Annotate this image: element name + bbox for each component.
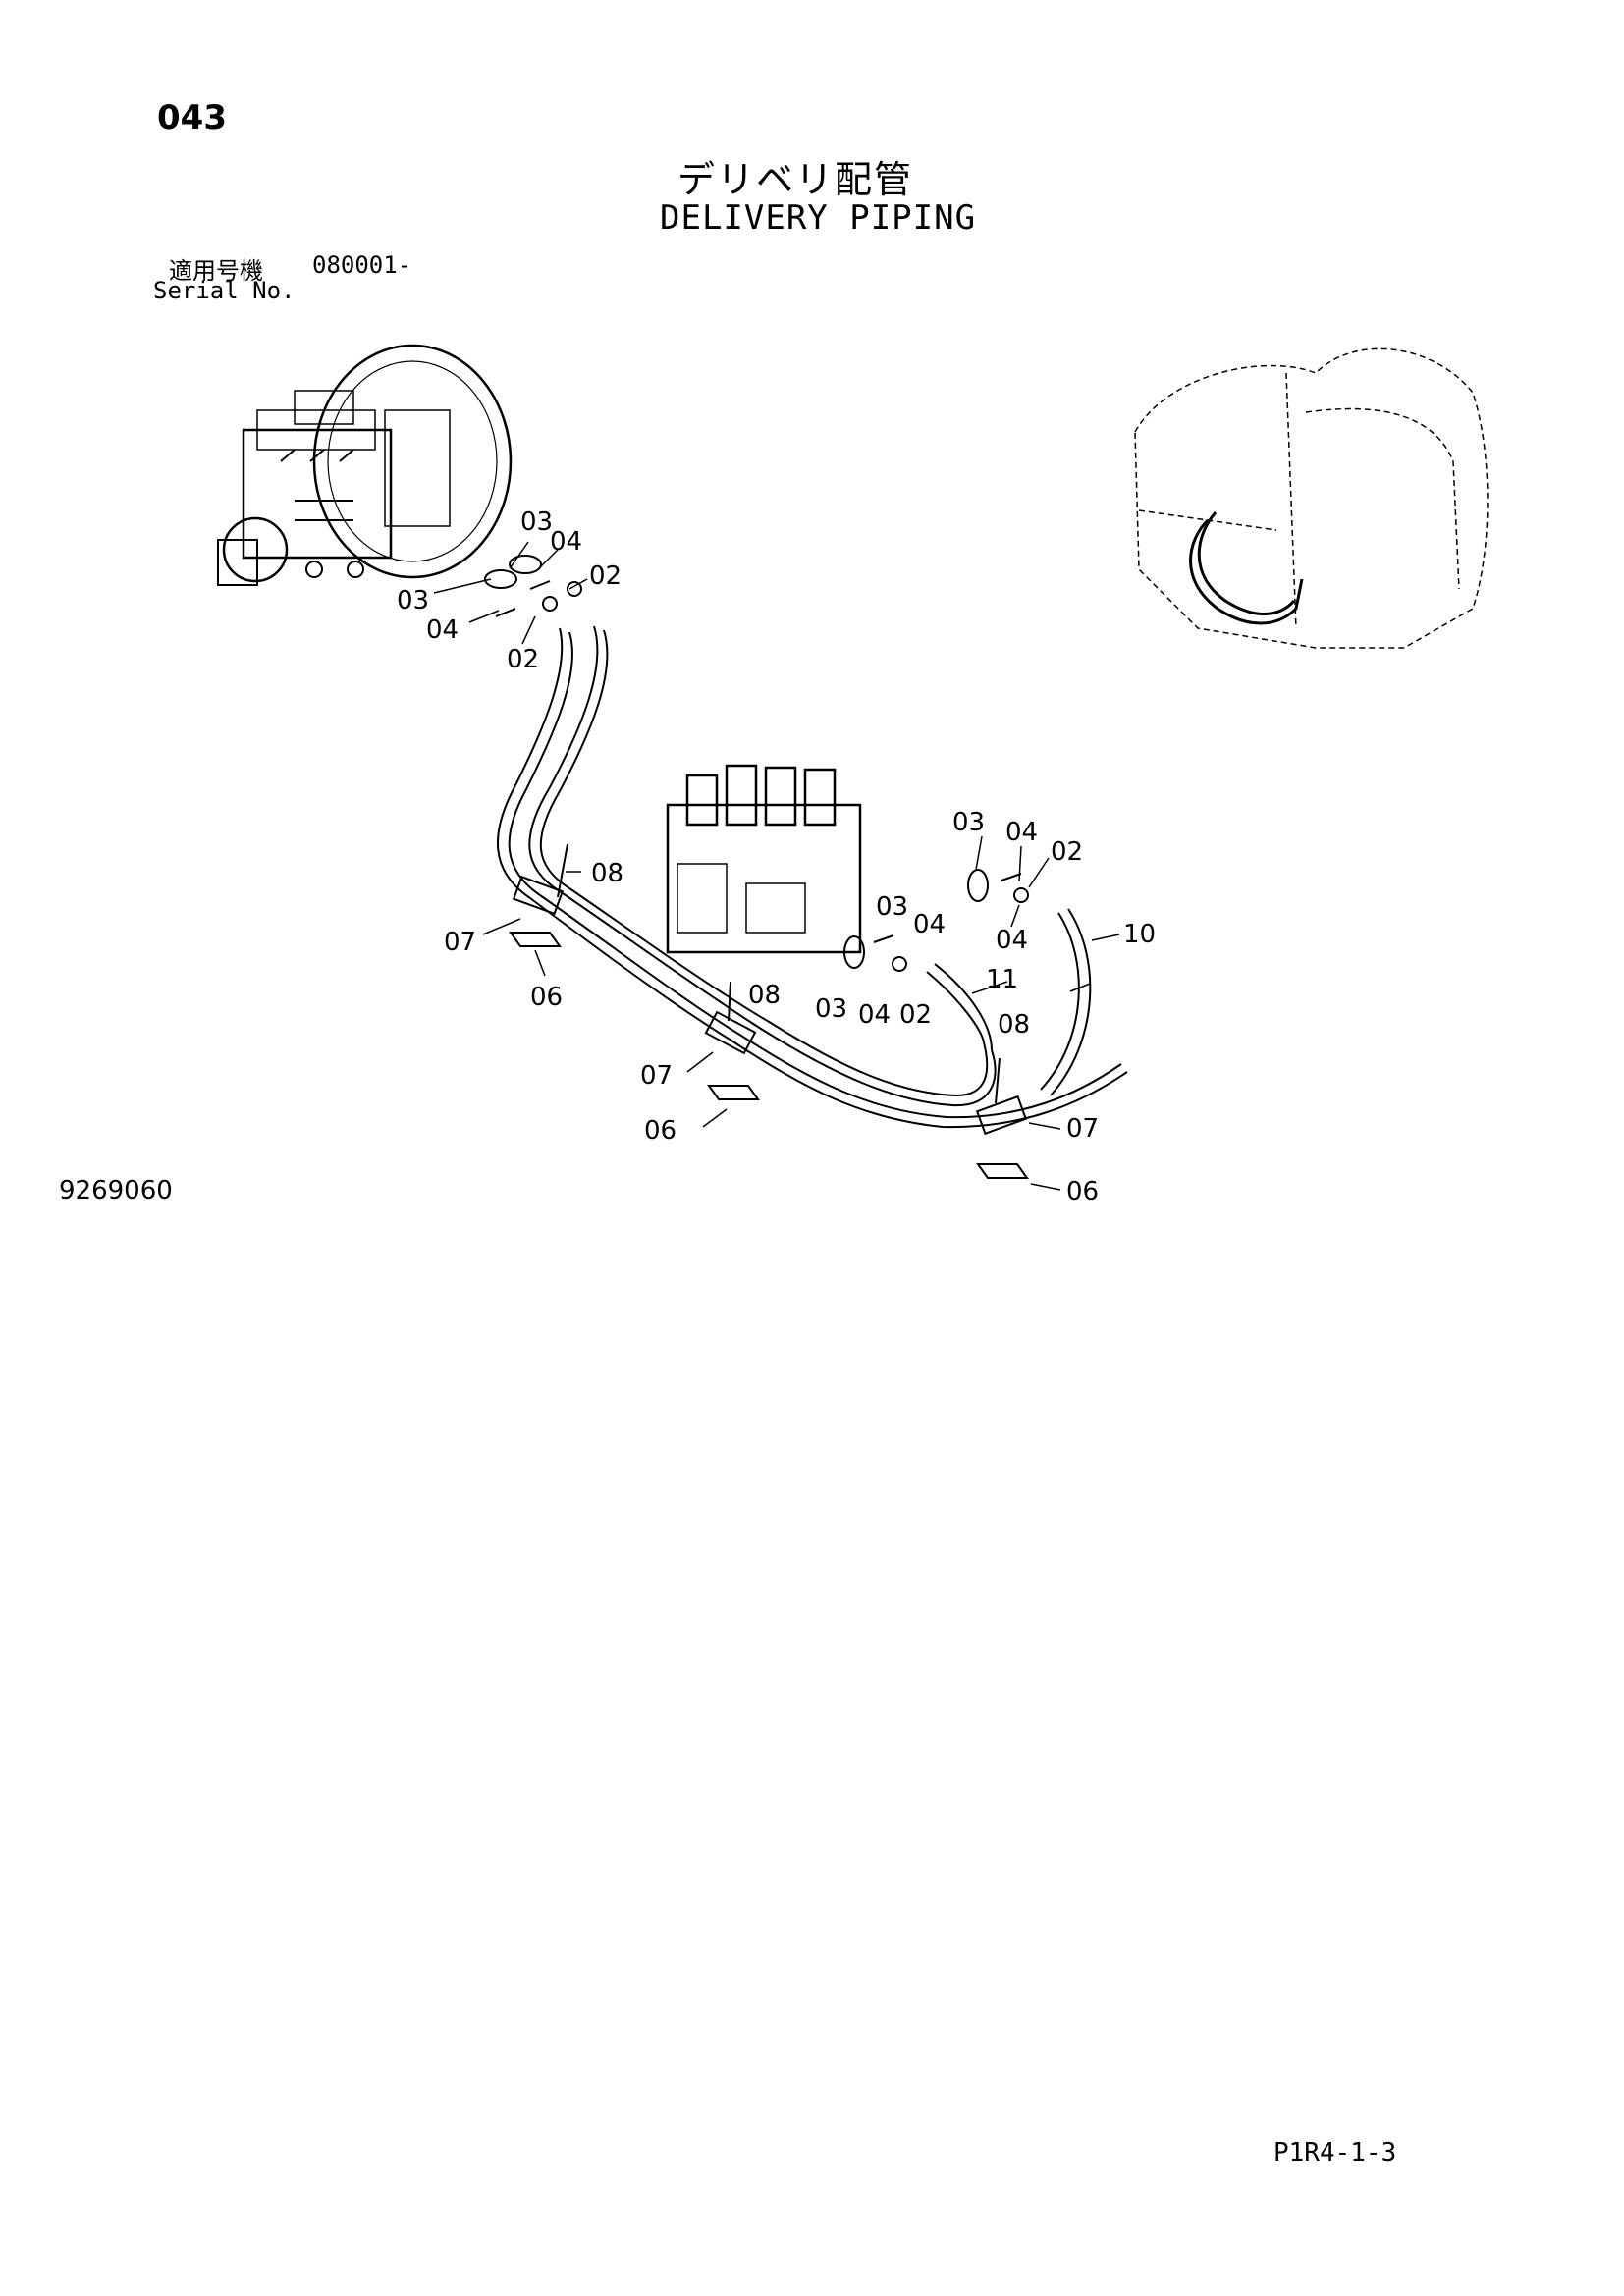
hose-pair-upper — [497, 625, 609, 899]
callout-08: 08 — [998, 1010, 1030, 1040]
serial-label-japanese: 適用号機 — [169, 257, 263, 285]
hose-10 — [1040, 908, 1092, 1096]
leader-lines — [433, 541, 1120, 1191]
callout-04: 04 — [1005, 818, 1038, 847]
callout-03: 03 — [520, 507, 553, 537]
callout-06: 06 — [530, 983, 563, 1012]
callout-03: 03 — [876, 892, 908, 922]
callout-02: 02 — [507, 645, 539, 674]
hose-route-inset — [1189, 511, 1304, 625]
title-japanese: デリベリ配管 — [677, 158, 914, 201]
serial-number-range: 080001- — [312, 251, 412, 279]
hose-bundle-main — [529, 887, 1128, 1129]
callout-02: 02 — [899, 1000, 932, 1030]
bolt-08-a — [557, 843, 568, 898]
callout-08: 08 — [591, 859, 623, 888]
control-valve — [666, 764, 862, 954]
pump-assembly — [217, 344, 513, 586]
clamp-07-c — [975, 1095, 1028, 1136]
clamp-base-06-a — [509, 932, 562, 947]
serial-label-english: Serial No. — [153, 277, 296, 304]
clamp-07-a — [512, 875, 565, 916]
machine-outline-inset — [1134, 347, 1489, 649]
callout-06: 06 — [644, 1116, 677, 1146]
callout-07: 07 — [444, 928, 476, 957]
bolt-08-b — [728, 981, 731, 1022]
callout-08: 08 — [748, 981, 781, 1010]
callout-04: 04 — [858, 1000, 891, 1030]
callout-07: 07 — [1066, 1114, 1099, 1144]
clamp-base-06-b — [707, 1085, 760, 1100]
callout-11: 11 — [986, 965, 1018, 994]
bolt-08-c — [995, 1057, 1001, 1104]
pump-fittings — [484, 555, 582, 617]
valve-fittings — [843, 869, 1029, 972]
page-number: 043 — [157, 98, 227, 137]
footer-code: P1R4-1-3 — [1273, 2138, 1397, 2167]
title-english: DELIVERY PIPING — [660, 198, 977, 238]
clamp-base-06-c — [976, 1163, 1029, 1179]
callout-04: 04 — [550, 527, 582, 557]
callout-04: 04 — [913, 910, 946, 939]
callout-03: 03 — [397, 586, 429, 615]
callout-03: 03 — [952, 808, 985, 837]
callout-02: 02 — [589, 561, 622, 591]
callout-10: 10 — [1123, 920, 1156, 949]
callout-04: 04 — [996, 926, 1028, 955]
hose-11 — [926, 963, 993, 1051]
callout-03: 03 — [815, 994, 847, 1024]
callouts: 03 04 02 03 04 02 08 07 06 03 04 02 03 0… — [397, 507, 1156, 1206]
drawing-id: 9269060 — [59, 1176, 173, 1205]
callout-06: 06 — [1066, 1177, 1099, 1206]
callout-07: 07 — [640, 1061, 673, 1091]
callout-04: 04 — [426, 615, 459, 645]
callout-02: 02 — [1051, 837, 1083, 867]
clamp-07-b — [704, 1010, 757, 1055]
